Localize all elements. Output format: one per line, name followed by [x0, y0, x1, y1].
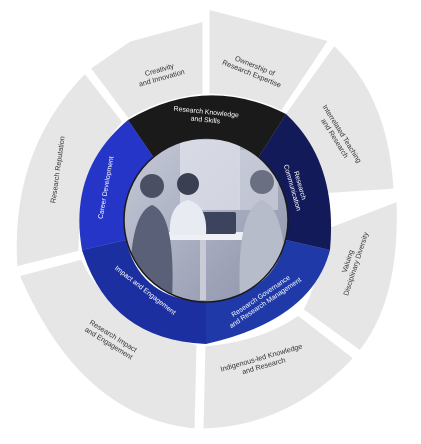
segment-governance[interactable]: [206, 240, 330, 344]
center-photo: [124, 138, 288, 302]
segment-knowledge[interactable]: [128, 95, 286, 158]
segment-ownership[interactable]: [206, 6, 333, 114]
inner-ring: [79, 95, 332, 344]
segment-indigenous[interactable]: [200, 312, 358, 432]
segment-impact-engagement[interactable]: [82, 240, 206, 344]
segment-communication[interactable]: [258, 114, 332, 250]
segment-career[interactable]: [79, 120, 154, 250]
center-ring-border: [123, 137, 289, 303]
